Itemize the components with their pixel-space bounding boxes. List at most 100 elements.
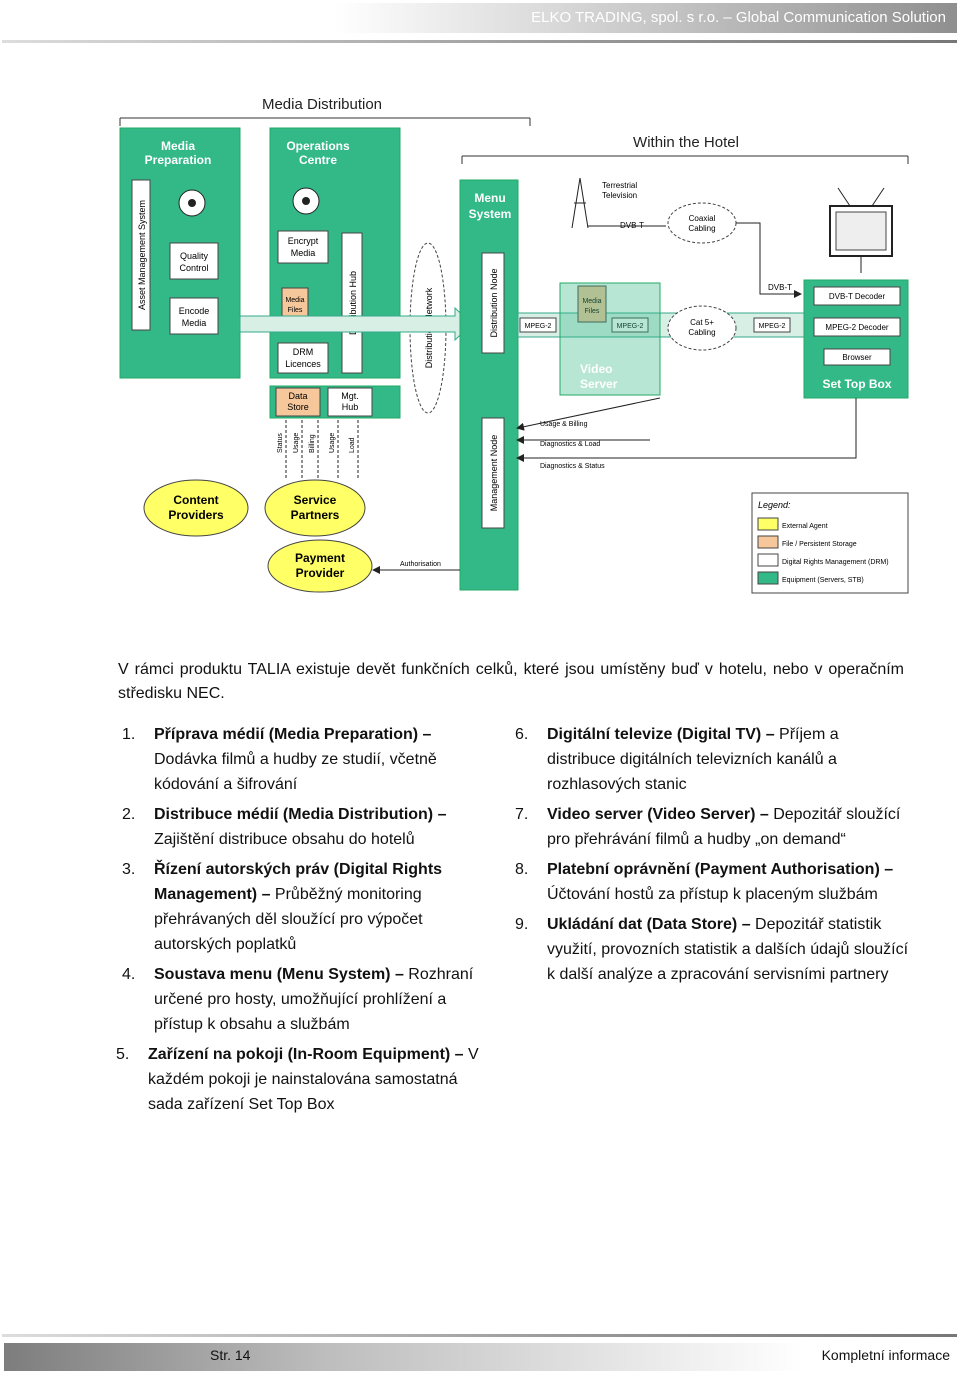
media-distribution-diagram: Media Distribution Within the Hotel Medi… <box>110 88 910 600</box>
item-heading: Platební oprávnění (Payment Authorisatio… <box>547 861 894 878</box>
asset-mgmt-label: Asset Management System <box>137 200 147 310</box>
encode-label-2: Media <box>182 318 207 328</box>
header-title: ELKO TRADING, spol. s r.o. – Global Comm… <box>531 9 946 26</box>
item-number: 8. <box>515 861 529 878</box>
page-footer: Str. 14 Kompletní informace <box>0 1330 960 1375</box>
item-text: Depozitář sloužící pro přehrávání filmů … <box>547 806 901 848</box>
service-partners-ellipse <box>264 479 366 537</box>
content-providers-label-1: Content <box>173 493 218 507</box>
item-number: 4. <box>122 966 136 983</box>
legend-file-storage: File / Persistent Storage <box>782 541 857 548</box>
terrestrial-label-2: Television <box>602 191 637 200</box>
data-store-label-1: Data <box>288 391 307 401</box>
encode-media-box <box>169 297 219 335</box>
media-prep-label-1: Media <box>161 139 195 153</box>
content-providers-label-2: Providers <box>168 508 224 522</box>
item-number: 9. <box>515 916 529 933</box>
cat5-label-1: Cat 5+ <box>690 318 714 327</box>
item-text: Depozitář statistik využití, provozních … <box>547 916 909 983</box>
content-providers-ellipse <box>143 479 249 537</box>
list-item: 7. Video server (Video Server) – Depozit… <box>510 802 910 852</box>
item-number: 7. <box>515 806 529 823</box>
list-item: 3. Řízení autorských práv (Digital Right… <box>110 857 490 957</box>
within-hotel-title: Within the Hotel <box>633 134 739 151</box>
video-files-label-1: Media <box>582 298 601 305</box>
media-files-label-2: Files <box>288 307 303 314</box>
item-number: 6. <box>515 726 529 743</box>
diag-status-label: Diagnostics & Status <box>540 463 605 470</box>
video-server-label-2: Server <box>580 377 618 391</box>
load-label: Load <box>349 437 356 453</box>
management-node-box <box>481 417 505 529</box>
footer-right-text: Kompletní informace <box>821 1347 950 1363</box>
list-item: 5. Zařízení na pokoji (In-Room Equipment… <box>110 1042 490 1117</box>
encrypt-label-2: Media <box>291 248 316 258</box>
data-store-box <box>275 387 321 417</box>
media-files-label-1: Media <box>285 297 304 304</box>
media-files-box <box>281 287 309 321</box>
item-heading: Příprava médií (Media Preparation) – <box>154 726 432 743</box>
mpeg2-decoder-label: MPEG-2 Decoder <box>825 323 888 332</box>
video-server-box <box>559 282 661 396</box>
intro-paragraph: V rámci produktu TALIA existuje devět fu… <box>118 661 904 702</box>
legend-drm: Digital Rights Management (DRM) <box>782 559 889 566</box>
list-item: 1. Příprava médií (Media Preparation) – … <box>110 722 490 797</box>
authorisation-label: Authorisation <box>400 561 441 568</box>
mpeg2-a-label: MPEG-2 <box>525 323 552 330</box>
coax-label-1: Coaxial <box>689 214 716 223</box>
service-partners-label-1: Service <box>294 493 337 507</box>
footer-bar <box>4 1343 804 1371</box>
dist-hub-label: Distribution Hub <box>348 271 358 335</box>
terrestrial-label-1: Terrestrial <box>602 181 637 190</box>
header-rule <box>2 40 957 43</box>
browser-label: Browser <box>842 353 872 362</box>
usage-label-2: Usage <box>329 433 336 453</box>
usage-billing-label: Usage & Billing <box>540 421 588 428</box>
dist-node-label: Distribution Node <box>489 268 499 337</box>
item-text: V každém pokoji je nainstalována samosta… <box>148 1046 479 1113</box>
video-files-label-2: Files <box>585 308 600 315</box>
mgt-hub-label-2: Hub <box>342 402 359 412</box>
drm-label-1: DRM <box>293 347 314 357</box>
list-item: 2. Distribuce médií (Media Distribution)… <box>110 802 490 852</box>
item-heading: Distribuce médií (Media Distribution) – <box>154 806 447 823</box>
distribution-hub-box <box>341 232 363 374</box>
item-heading: Zařízení na pokoji (In-Room Equipment) – <box>148 1046 464 1063</box>
service-partners-label-2: Partners <box>291 508 340 522</box>
coax-label-2: Cabling <box>688 224 715 233</box>
encrypt-media-box <box>277 230 329 264</box>
coaxial-cloud <box>667 202 737 244</box>
feature-list-left: 1. Příprava médií (Media Preparation) – … <box>110 722 490 1122</box>
legend-equipment: Equipment (Servers, STB) <box>782 577 864 584</box>
item-number: 2. <box>122 806 136 823</box>
item-heading: Video server (Video Server) – <box>547 806 769 823</box>
item-number: 5. <box>116 1046 130 1063</box>
data-store-label-2: Store <box>287 402 309 412</box>
header-bar <box>335 3 957 33</box>
billing-label: Billing <box>309 434 316 453</box>
status-label: Status <box>277 433 284 453</box>
diagram-title: Media Distribution <box>262 96 382 113</box>
item-text: Průběžný monitoring přehrávaných děl slo… <box>154 886 423 953</box>
asset-mgmt-box <box>131 179 151 331</box>
video-server-label-1: Video <box>580 362 612 376</box>
ops-label-1: Operations <box>286 139 350 153</box>
list-item: 9. Ukládání dat (Data Store) – Depozitář… <box>510 912 910 987</box>
quality-label-1: Quality <box>180 251 209 261</box>
item-heading: Řízení autorských práv (Digital Rights M… <box>154 861 443 903</box>
payment-provider-label-2: Provider <box>296 566 345 580</box>
item-number: 3. <box>122 861 136 878</box>
item-heading: Ukládání dat (Data Store) – <box>547 916 751 933</box>
item-heading: Digitální televize (Digital TV) – <box>547 726 775 743</box>
diag-load-label: Diagnostics & Load <box>540 441 600 448</box>
payment-provider-label-1: Payment <box>295 551 345 565</box>
list-item: 8. Platební oprávnění (Payment Authorisa… <box>510 857 910 907</box>
feature-list-right: 6. Digitální televize (Digital TV) – Pří… <box>510 722 910 992</box>
video-media-files-box <box>577 285 607 323</box>
media-prep-label-2: Preparation <box>145 153 212 167</box>
quality-label-2: Control <box>179 263 208 273</box>
item-number: 1. <box>122 726 136 743</box>
item-text: Dodávka filmů a hudby ze studií, včetně … <box>154 751 437 793</box>
list-item: 6. Digitální televize (Digital TV) – Pří… <box>510 722 910 797</box>
dvbt2-label: DVB-T <box>768 283 792 292</box>
